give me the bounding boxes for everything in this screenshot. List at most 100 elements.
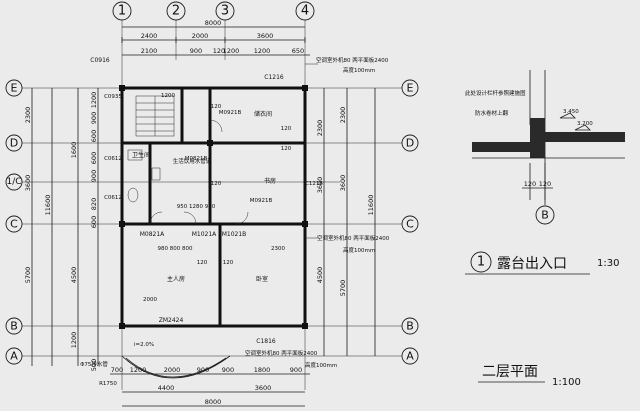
axis-bubble-1C-left: 1/C [6, 177, 21, 187]
svg-text:2300: 2300 [316, 120, 324, 137]
room-label: 书房 [264, 177, 276, 185]
balcony-arc [121, 355, 231, 379]
interior-dims: 120 [197, 260, 208, 266]
svg-text:1600: 1600 [70, 142, 78, 159]
interior-dims: 120 [211, 181, 222, 187]
axis-bubble-1: 1 [118, 4, 126, 19]
svg-text:1200: 1200 [254, 47, 271, 55]
axis-bubble-3: 3 [221, 4, 229, 19]
staircase [135, 95, 175, 137]
window-code: C1216 [305, 181, 323, 187]
svg-text:2100: 2100 [141, 47, 158, 55]
svg-text:120: 120 [539, 180, 551, 188]
svg-text:5700: 5700 [24, 267, 32, 284]
leader-note: 空调室外机80 两平面板2400 [316, 56, 389, 64]
right-dimensions: 2300 3600 4500 2300 3600 5700 11600 [316, 88, 376, 356]
svg-text:120: 120 [524, 180, 536, 188]
axis-bubble-A-right: A [406, 350, 414, 363]
door-code: M0921B [219, 110, 242, 116]
left-axis-bubbles: E D 1/C C B A [5, 79, 23, 365]
wall-dim: C0935 [104, 94, 122, 100]
detail-scale: 1:30 [597, 258, 619, 269]
svg-text:2000: 2000 [192, 32, 209, 40]
svg-text:900: 900 [290, 366, 302, 374]
svg-text:8000: 8000 [205, 398, 222, 406]
window-code: C0916 [90, 57, 110, 64]
axis-bubble-C-right: C [406, 218, 414, 231]
section-note: 防水卷材上翻 [475, 109, 509, 117]
svg-text:900: 900 [90, 112, 98, 124]
axis-bubble-2: 2 [172, 4, 180, 19]
detail-title: 1 露台出入口 1:30 [465, 251, 619, 275]
svg-text:900: 900 [90, 170, 98, 182]
svg-text:650: 650 [292, 47, 304, 55]
interior-dims: 120 [211, 104, 222, 110]
section-note: 此处设计栏杆参照建施图 [465, 89, 526, 97]
svg-text:3600: 3600 [316, 177, 324, 194]
section-axis-bubble-B: B [541, 209, 549, 222]
leader-note: 高度100mm [343, 66, 375, 74]
wall-dim: C0612 [104, 195, 122, 201]
drain-label: Φ75排水管 [80, 360, 108, 368]
door-code: M0921B [250, 198, 273, 204]
plan-scale: 1:100 [552, 377, 581, 388]
top-dimensions: 8000 2400 2000 3600 2100 900 120 1200 12… [121, 19, 310, 56]
svg-text:2000: 2000 [164, 366, 181, 374]
svg-text:11600: 11600 [44, 195, 52, 216]
leader-notes: 空调室外机80 两平面板2400 高度100mm 空调室外机80 两平面板240… [245, 56, 390, 369]
svg-text:2300: 2300 [339, 107, 347, 124]
right-axis-bubbles: E D C B A [340, 79, 419, 365]
axis-bubble-A-left: A [10, 350, 18, 363]
svg-text:1200: 1200 [130, 366, 147, 374]
pipe-note: 生活饮用水管道 [173, 157, 212, 165]
svg-text:600: 600 [90, 152, 98, 164]
window-code: C1816 [256, 338, 276, 345]
window-code: C1216 [264, 74, 284, 81]
room-label: 卧室 [256, 275, 268, 283]
top-axis-bubbles: 1 2 3 4 [112, 1, 315, 21]
interior-dims: 2300 [271, 246, 285, 252]
svg-text:3600: 3600 [255, 384, 272, 392]
svg-text:11600: 11600 [367, 195, 375, 216]
door-code: M1021A [192, 231, 217, 238]
room-label: 卫生间 [132, 151, 150, 159]
leader-note: 空调室外机80 两平面板2400 [317, 234, 390, 242]
svg-text:1200: 1200 [70, 332, 78, 349]
window-code: ZM2424 [159, 317, 184, 324]
interior-dims: 120 [223, 260, 234, 266]
svg-text:4400: 4400 [158, 384, 175, 392]
svg-text:900: 900 [222, 366, 234, 374]
svg-text:600: 600 [90, 130, 98, 142]
terrace-section-detail: 3.450 3.200 此处设计栏杆参照建施图 防水卷材上翻 120 120 B [465, 70, 625, 225]
svg-text:2300: 2300 [24, 107, 32, 124]
left-dimensions: 2300 3600 5700 11600 1600 4500 1200 1200… [24, 88, 99, 371]
plan-labels: C0916 C1216 储衣间 书房 主人房 卧室 卫生间 生活饮用水管道 M0… [80, 57, 323, 387]
axis-bubble-C-left: C [10, 218, 18, 231]
svg-text:820: 820 [90, 198, 98, 210]
svg-text:8000: 8000 [205, 19, 222, 27]
svg-text:2400: 2400 [141, 32, 158, 40]
svg-text:3600: 3600 [339, 175, 347, 192]
axis-bubble-D-right: D [406, 137, 414, 150]
svg-text:1200: 1200 [223, 47, 240, 55]
axis-bubble-B-left: B [10, 320, 18, 333]
plan-title: 二层平面 1:100 [478, 364, 581, 388]
detail-title-text: 露台出入口 [497, 256, 567, 272]
door-swings [149, 119, 249, 225]
door-code: M1021B [222, 231, 247, 238]
door-code: M0821B [185, 156, 208, 162]
svg-text:3600: 3600 [24, 175, 32, 192]
axis-bubble-B-right: B [406, 320, 414, 333]
svg-text:3600: 3600 [257, 32, 274, 40]
interior-dims: 950 1280 950 [177, 204, 216, 210]
svg-text:5700: 5700 [339, 280, 347, 297]
bathroom-fixtures [127, 149, 161, 203]
axis-bubble-E-left: E [11, 82, 18, 95]
axis-bubble-E-right: E [407, 82, 414, 95]
svg-text:700: 700 [111, 366, 123, 374]
interior-dims: 120 [281, 146, 292, 152]
svg-text:600: 600 [90, 216, 98, 228]
leader-note: 高度100mm [305, 361, 337, 369]
svg-text:120: 120 [213, 47, 225, 55]
